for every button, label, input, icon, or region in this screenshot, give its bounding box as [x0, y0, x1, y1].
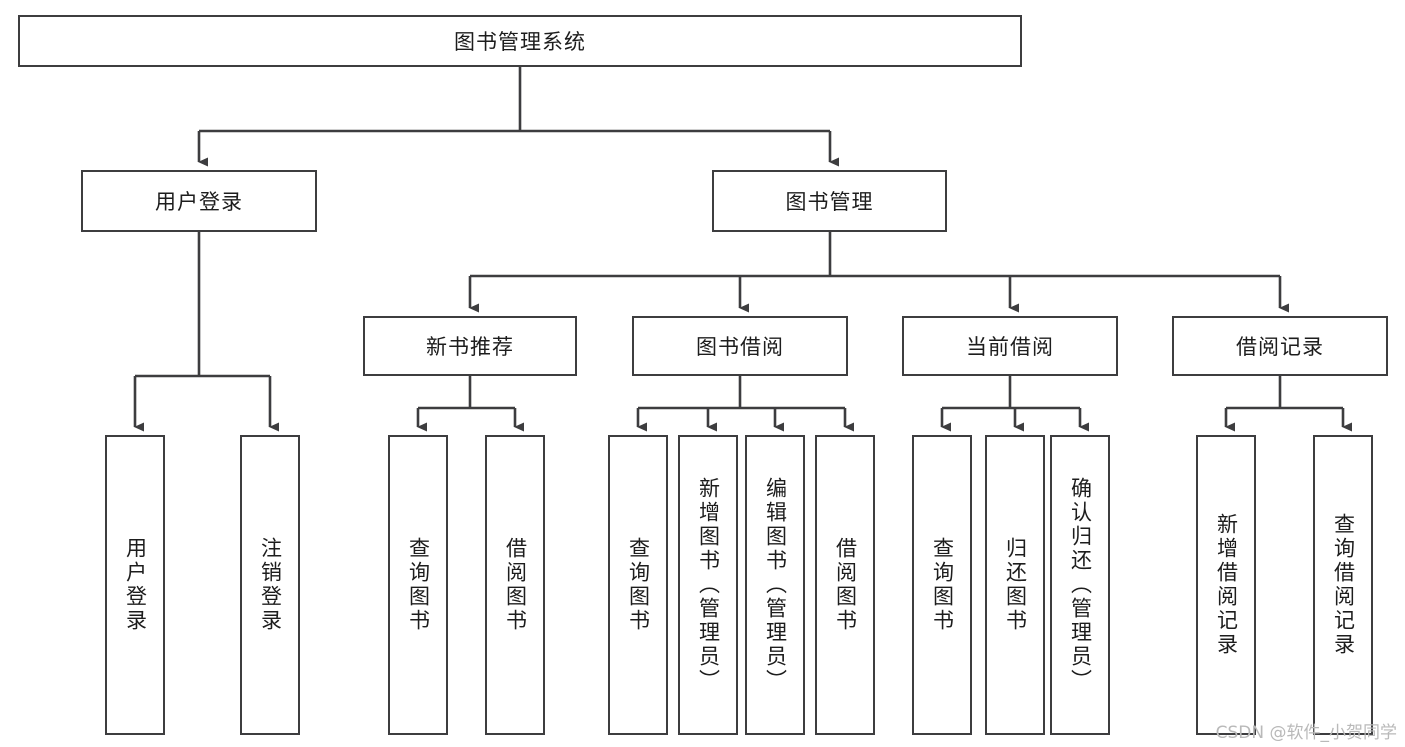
leaf-add-book-admin[interactable]: 新增图书（管理员） — [678, 435, 738, 735]
leaf-edit-book-admin[interactable]: 编辑图书（管理员） — [745, 435, 805, 735]
node-root-book-management-system[interactable]: 图书管理系统 — [18, 15, 1022, 67]
leaf-borrow-book-new[interactable]: 借阅图书 — [485, 435, 545, 735]
node-book-management[interactable]: 图书管理 — [712, 170, 947, 232]
node-book-borrowing[interactable]: 图书借阅 — [632, 316, 848, 376]
leaf-add-borrow-record[interactable]: 新增借阅记录 — [1196, 435, 1256, 735]
leaf-query-book-current[interactable]: 查询图书 — [912, 435, 972, 735]
leaf-borrow-book[interactable]: 借阅图书 — [815, 435, 875, 735]
node-borrowing-record[interactable]: 借阅记录 — [1172, 316, 1388, 376]
csdn-watermark: CSDN @软件_小贺同学 — [1215, 723, 1397, 743]
leaf-return-book[interactable]: 归还图书 — [985, 435, 1045, 735]
node-new-book-recommendation[interactable]: 新书推荐 — [363, 316, 577, 376]
leaf-query-book-borrow[interactable]: 查询图书 — [608, 435, 668, 735]
node-current-borrowing[interactable]: 当前借阅 — [902, 316, 1118, 376]
leaf-confirm-return-admin[interactable]: 确认归还（管理员） — [1050, 435, 1110, 735]
node-user-login[interactable]: 用户登录 — [81, 170, 317, 232]
leaf-query-borrow-record[interactable]: 查询借阅记录 — [1313, 435, 1373, 735]
leaf-user-login[interactable]: 用户登录 — [105, 435, 165, 735]
leaf-logout[interactable]: 注销登录 — [240, 435, 300, 735]
leaf-query-book-new[interactable]: 查询图书 — [388, 435, 448, 735]
